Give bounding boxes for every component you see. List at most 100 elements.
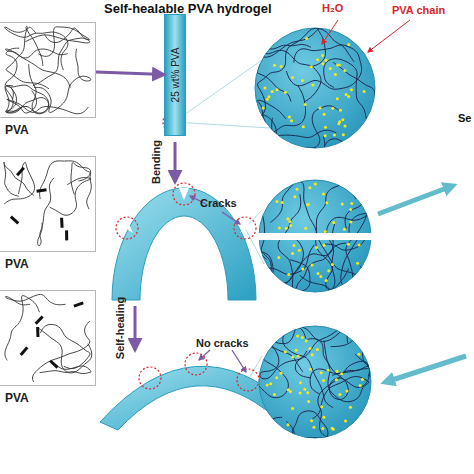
pva-chain (257, 29, 325, 67)
water-molecule (291, 407, 294, 410)
water-molecule (276, 88, 279, 91)
water-molecule (342, 133, 345, 136)
leader-arrow (322, 20, 338, 44)
water-molecule (345, 390, 348, 393)
water-molecule (310, 419, 313, 422)
network-panel: PVA (0, 156, 96, 252)
water-molecule (311, 84, 314, 87)
crosslink (16, 167, 25, 176)
water-molecule (350, 202, 353, 205)
panel-label: PVA (5, 257, 29, 271)
fracture-gap (257, 233, 373, 240)
water-molecule (322, 416, 325, 419)
water-molecule (341, 118, 344, 121)
water-molecule (280, 65, 283, 68)
water-molecule (271, 90, 274, 93)
water-molecule (363, 90, 366, 93)
water-molecule (350, 88, 353, 91)
network-panel: PVA (0, 290, 96, 386)
water-molecule (295, 188, 298, 191)
water-molecule (301, 336, 304, 339)
polymer-network (4, 161, 91, 246)
polymer-chain (40, 161, 91, 199)
bending-arrow (174, 142, 177, 182)
water-molecule (273, 64, 276, 67)
water-molecule (349, 406, 352, 409)
water-molecule (344, 124, 347, 127)
water-molecule (289, 390, 292, 393)
water-molecule (315, 246, 318, 249)
leader-arrow (199, 350, 210, 360)
water-molecule (336, 97, 339, 100)
water-molecule (320, 371, 323, 374)
gel-circle (255, 28, 375, 148)
water-molecule (324, 230, 327, 233)
water-molecule (347, 243, 350, 246)
annotation-label: H₂O (322, 2, 343, 14)
water-molecule (321, 427, 324, 430)
pva-chain (260, 237, 310, 292)
water-molecule (314, 183, 317, 186)
water-molecule (301, 79, 304, 82)
water-molecule (324, 134, 327, 137)
leader-arrow (368, 20, 410, 52)
water-molecule (344, 420, 347, 423)
panel-label: PVA (5, 123, 29, 137)
water-molecule (357, 353, 360, 356)
crosslink (36, 188, 46, 192)
gel-circle (259, 326, 371, 438)
highlight-circle (116, 217, 138, 239)
highlight-circles (116, 111, 259, 391)
water-molecule (298, 249, 301, 252)
healing-arrow (134, 306, 137, 350)
highlight-circle (139, 367, 161, 389)
water-molecule (308, 347, 311, 350)
figure-title: Self-healable PVA hydrogel (104, 1, 272, 16)
polymer-chain (5, 64, 48, 114)
bar-label: 25 wt% PVA (170, 48, 181, 103)
outcome-arrow (378, 186, 452, 214)
water-molecule (304, 103, 307, 106)
crack (179, 188, 189, 200)
water-molecule (304, 227, 307, 230)
pva-chain (318, 361, 370, 438)
water-molecule (329, 67, 332, 70)
panel-label: PVA (5, 391, 29, 405)
water-molecule (333, 133, 336, 136)
water-molecule (338, 120, 341, 123)
water-molecule (327, 269, 330, 272)
water-molecule (335, 378, 338, 381)
water-molecule (284, 350, 287, 353)
pva-chain (258, 28, 354, 128)
water-molecule (323, 244, 326, 247)
water-molecule (299, 391, 302, 394)
water-molecule (347, 95, 350, 98)
water-molecule (341, 202, 344, 205)
water-molecule (296, 334, 299, 337)
water-molecule (310, 65, 313, 68)
water-molecule (311, 353, 314, 356)
pva-chain (326, 213, 369, 290)
water-molecule (324, 59, 327, 62)
leader-arrow (222, 212, 240, 224)
water-molecule (275, 376, 278, 379)
zoom-line (174, 122, 270, 128)
polymer-chain (34, 49, 91, 113)
process-arrow (96, 72, 164, 75)
water-molecule (361, 378, 364, 381)
polymer-chain (40, 363, 91, 374)
pva-chain (278, 194, 346, 290)
water-molecule (267, 95, 270, 98)
water-molecule (263, 87, 266, 90)
water-molecule (287, 423, 290, 426)
water-molecule (316, 58, 319, 61)
polymer-chain (71, 163, 91, 210)
pva-chain (286, 45, 361, 89)
highlight-circle (173, 183, 195, 205)
polymer-chain (39, 328, 92, 373)
water-molecule (299, 381, 302, 384)
water-molecule (279, 372, 282, 375)
water-molecule (302, 125, 305, 128)
polymer-chain (5, 296, 39, 361)
